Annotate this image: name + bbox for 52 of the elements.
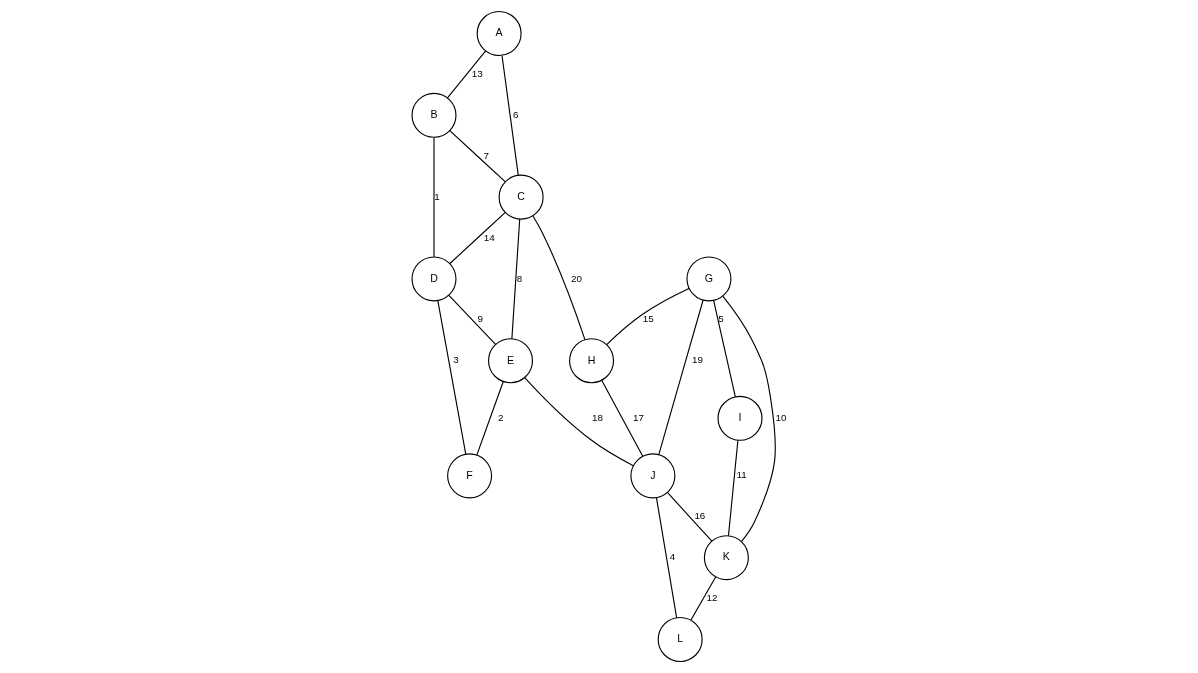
- edge-label: 19: [691, 354, 703, 366]
- edge-label: 13: [471, 68, 483, 79]
- edge-label: 3: [452, 354, 459, 366]
- edge-label: 15: [642, 313, 654, 325]
- node-circle: J: [629, 453, 675, 499]
- edge-label: 6: [512, 108, 519, 120]
- node-circle: E: [487, 338, 533, 384]
- node-circle: K: [703, 535, 749, 581]
- edge-label: 2: [497, 411, 503, 423]
- node-circle: G: [685, 256, 731, 302]
- connector: [657, 299, 704, 456]
- edge-label: 20: [570, 272, 582, 284]
- connector: [510, 218, 520, 340]
- node-circle: A: [476, 11, 522, 57]
- connector: [448, 130, 506, 183]
- connector: [655, 497, 677, 619]
- node-circle: L: [657, 616, 703, 663]
- connector: [448, 211, 506, 265]
- connector: [523, 376, 634, 467]
- edge-label: 18: [591, 411, 603, 423]
- connector: [712, 300, 736, 398]
- edge-label: 10: [774, 411, 786, 423]
- connector: [600, 379, 643, 457]
- edge-label: 12: [706, 592, 717, 604]
- edge-label: 9: [476, 313, 483, 325]
- connector: [531, 215, 585, 341]
- edge-label: 8: [516, 272, 522, 284]
- edge-label: 1: [433, 190, 440, 202]
- connector: [436, 300, 466, 455]
- edge-label: 11: [735, 469, 747, 481]
- node-circle: I: [716, 395, 763, 441]
- connector: [666, 491, 712, 542]
- edge-label: 14: [483, 231, 495, 243]
- node-circle: F: [446, 453, 492, 499]
- edge-label: 17: [632, 411, 644, 423]
- node-circle: H: [568, 338, 614, 384]
- edge-label: 7: [483, 149, 489, 161]
- connector: [689, 576, 716, 621]
- connector: [447, 294, 496, 345]
- edge-label: 4: [669, 551, 675, 563]
- node-circle: D: [410, 256, 457, 302]
- connector: [721, 295, 776, 542]
- node-circle: B: [410, 92, 457, 138]
- connector: [446, 50, 486, 99]
- connector: [500, 54, 519, 176]
- edge-label: 5: [717, 313, 724, 325]
- connector: [727, 439, 738, 537]
- connector: [475, 381, 504, 456]
- edge-label: 16: [693, 510, 705, 522]
- connector: [432, 137, 435, 258]
- node-circle: C: [498, 174, 544, 220]
- connector: [605, 287, 690, 346]
